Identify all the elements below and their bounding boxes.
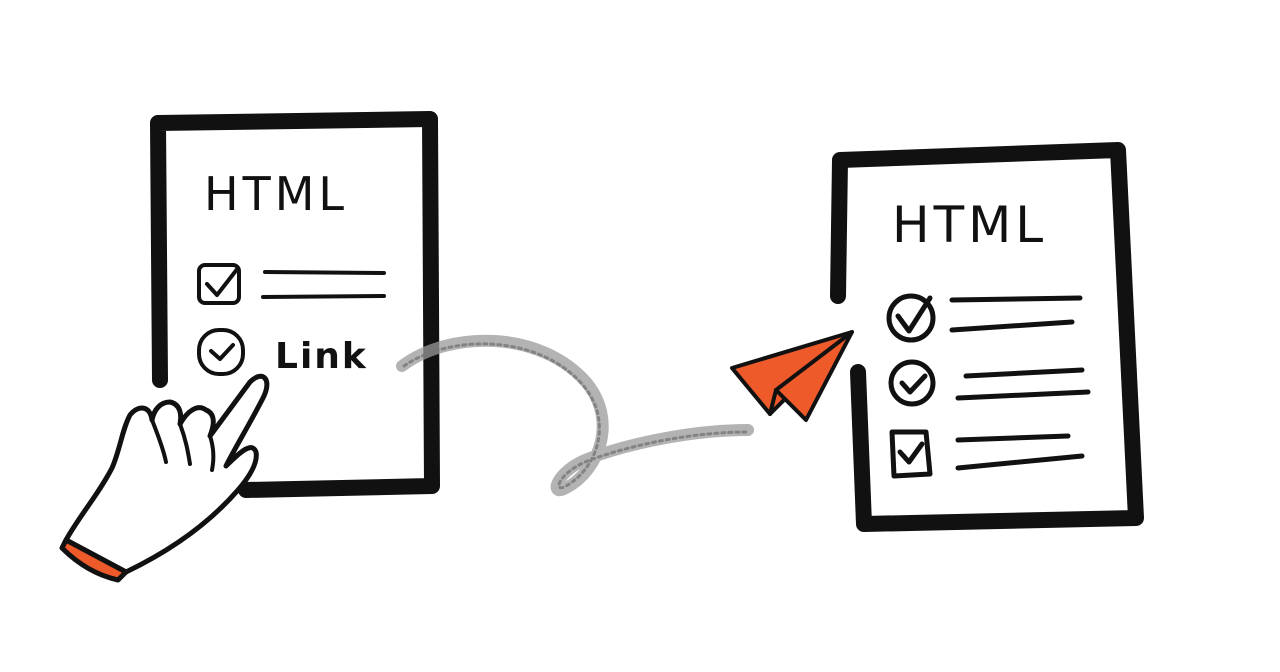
- paper-plane-icon: [730, 330, 854, 422]
- right-line-3a: [955, 433, 1071, 443]
- right-line-1a: [949, 295, 1083, 303]
- right-checkbox-3: [889, 429, 933, 479]
- right-checkbox-1: [886, 293, 936, 343]
- left-link-label[interactable]: Link: [275, 336, 368, 377]
- left-document-title: HTML: [204, 167, 348, 221]
- right-line-3b: [955, 453, 1085, 471]
- pointing-hand-icon: [59, 373, 270, 583]
- right-document-title: HTML: [892, 196, 1047, 254]
- left-line-1b: [261, 294, 386, 299]
- left-document: HTML Link: [150, 111, 440, 498]
- right-line-1b: [949, 319, 1075, 333]
- right-line-2a: [963, 367, 1085, 379]
- left-document-frame: [150, 111, 440, 498]
- left-line-1a: [263, 270, 386, 275]
- flight-trail: [396, 334, 754, 496]
- right-checkbox-2: [888, 359, 936, 407]
- right-line-2b: [955, 389, 1091, 401]
- left-checkbox-2: [197, 328, 245, 376]
- right-document-frame: [830, 142, 1144, 532]
- left-checkbox-1: [197, 263, 241, 305]
- right-document: HTML: [830, 142, 1144, 532]
